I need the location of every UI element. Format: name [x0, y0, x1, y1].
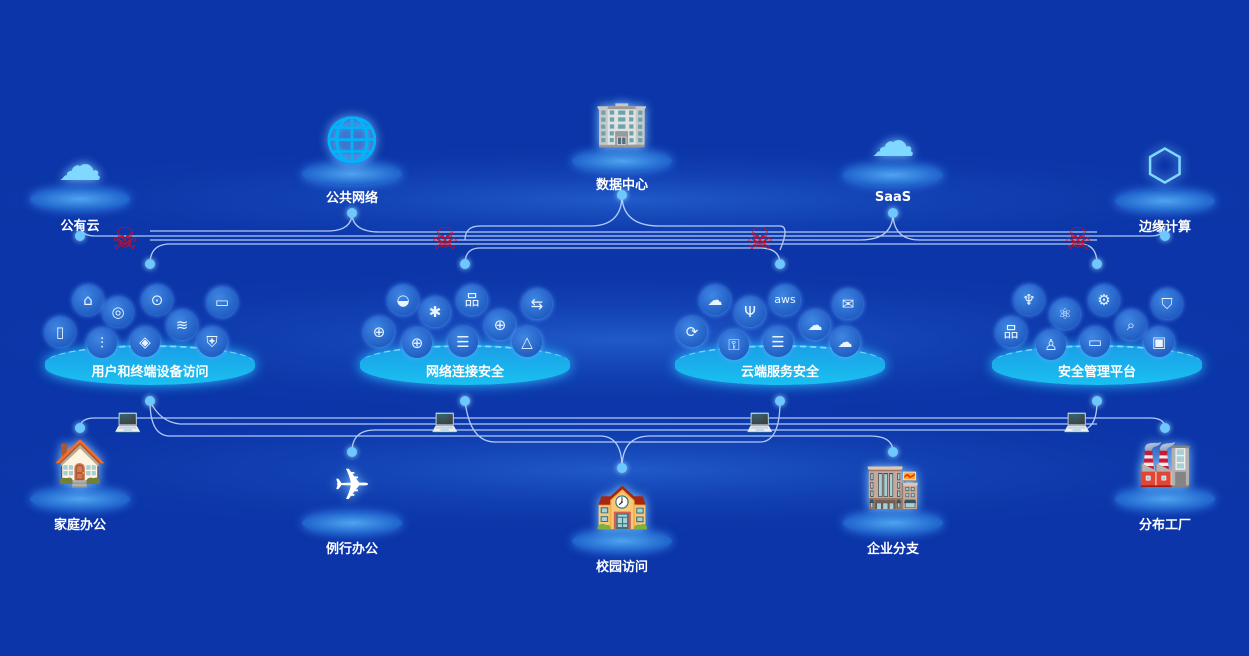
org-chart-icon: 品	[996, 317, 1026, 347]
connection-dot	[617, 463, 627, 473]
laptop-phone-icon: ▯	[45, 317, 75, 347]
connection-dot	[347, 208, 357, 218]
wifi-icon: ≋	[167, 310, 197, 340]
connection-dot	[1160, 231, 1170, 241]
cloud-icon: ☁	[700, 285, 730, 315]
connection-dot	[75, 423, 85, 433]
connection-dot	[75, 231, 85, 241]
key-shield-icon: ⚿	[719, 330, 749, 360]
globe-icon: 🌐	[324, 115, 380, 166]
cube-icon: ◈	[130, 327, 160, 357]
hacker-laptop-threat-icon: 💻	[746, 409, 774, 434]
triangle-nodes-icon: △	[512, 327, 542, 357]
connection-dot	[460, 396, 470, 406]
house-icon: 🏠	[52, 438, 108, 489]
globe-lock-icon: ⊕	[485, 310, 515, 340]
cloud-sync-icon: ⟳	[677, 317, 707, 347]
cloud-lock-icon: ☁	[871, 116, 915, 167]
server-icon: ☰	[448, 327, 478, 357]
cloud-tree-icon: ☁	[800, 310, 830, 340]
skull-threat-icon: ☠	[111, 222, 139, 257]
spy-icon: ◒	[388, 285, 418, 315]
tree-icon: ♆	[1014, 285, 1044, 315]
disc-icon: ◎	[103, 297, 133, 327]
skull-threat-icon: ☠	[746, 222, 774, 257]
office-building-icon: 🏬	[865, 460, 921, 511]
sliders-icon: ⫶	[87, 328, 117, 358]
usb-icon: Ψ	[735, 297, 765, 327]
bottom-connection-lines	[79, 400, 1166, 469]
skull-threat-icon: ☠	[431, 222, 459, 257]
hacker-laptop-threat-icon: 💻	[1063, 409, 1091, 434]
skull-threat-icon: ☠	[1064, 222, 1092, 257]
cloud-lock-icon: ☁	[830, 327, 860, 357]
connection-dot	[1092, 396, 1102, 406]
connection-dot	[1160, 423, 1170, 433]
monitor-icon: ▭	[207, 287, 237, 317]
shield-lock-icon: ⛨	[197, 327, 227, 357]
airplane-icon: ✈	[333, 460, 371, 511]
shield-search-icon: ⛉	[1152, 289, 1182, 319]
factory-icon: 🏭	[1137, 438, 1193, 489]
connection-dot	[617, 190, 627, 200]
globe-icon: ⊕	[402, 328, 432, 358]
atom-icon: ⚛	[1050, 299, 1080, 329]
hacker-laptop-threat-icon: 💻	[431, 409, 459, 434]
top-connection-lines	[79, 194, 1166, 265]
router-icon: ⌂	[73, 285, 103, 315]
connection-dot	[775, 259, 785, 269]
transfer-icon: ⇆	[522, 289, 552, 319]
edge-network-icon: ⬡	[1145, 140, 1185, 191]
aws-icon: aws	[770, 285, 800, 315]
search-chart-icon: ⌕	[1116, 310, 1146, 340]
mail-icon: ✉	[833, 289, 863, 319]
connection-dot	[888, 447, 898, 457]
connection-dot	[775, 396, 785, 406]
campus-building-icon: 🏫	[594, 480, 650, 531]
middle-orbit	[0, 260, 1249, 420]
connection-dot	[145, 396, 155, 406]
connection-dot	[460, 259, 470, 269]
antenna-icon: ⊙	[142, 285, 172, 315]
connection-dot	[145, 259, 155, 269]
topology-icon: 品	[457, 285, 487, 315]
server-rack-icon: ☰	[763, 327, 793, 357]
hacker-laptop-threat-icon: 💻	[114, 409, 142, 434]
monitor-shield-icon: ▭	[1080, 327, 1110, 357]
connection-dot	[888, 208, 898, 218]
connection-dot	[1092, 259, 1102, 269]
globe-signal-icon: ⊕	[364, 317, 394, 347]
connection-dot	[347, 447, 357, 457]
settings-circle-icon: ⚙	[1089, 285, 1119, 315]
user-icon: ♙	[1036, 330, 1066, 360]
datacenter-building-icon: 🏢	[594, 98, 650, 149]
network-hub-icon: ✱	[420, 297, 450, 327]
cloud-icon: ☁	[58, 140, 102, 191]
scanner-icon: ▣	[1144, 327, 1174, 357]
